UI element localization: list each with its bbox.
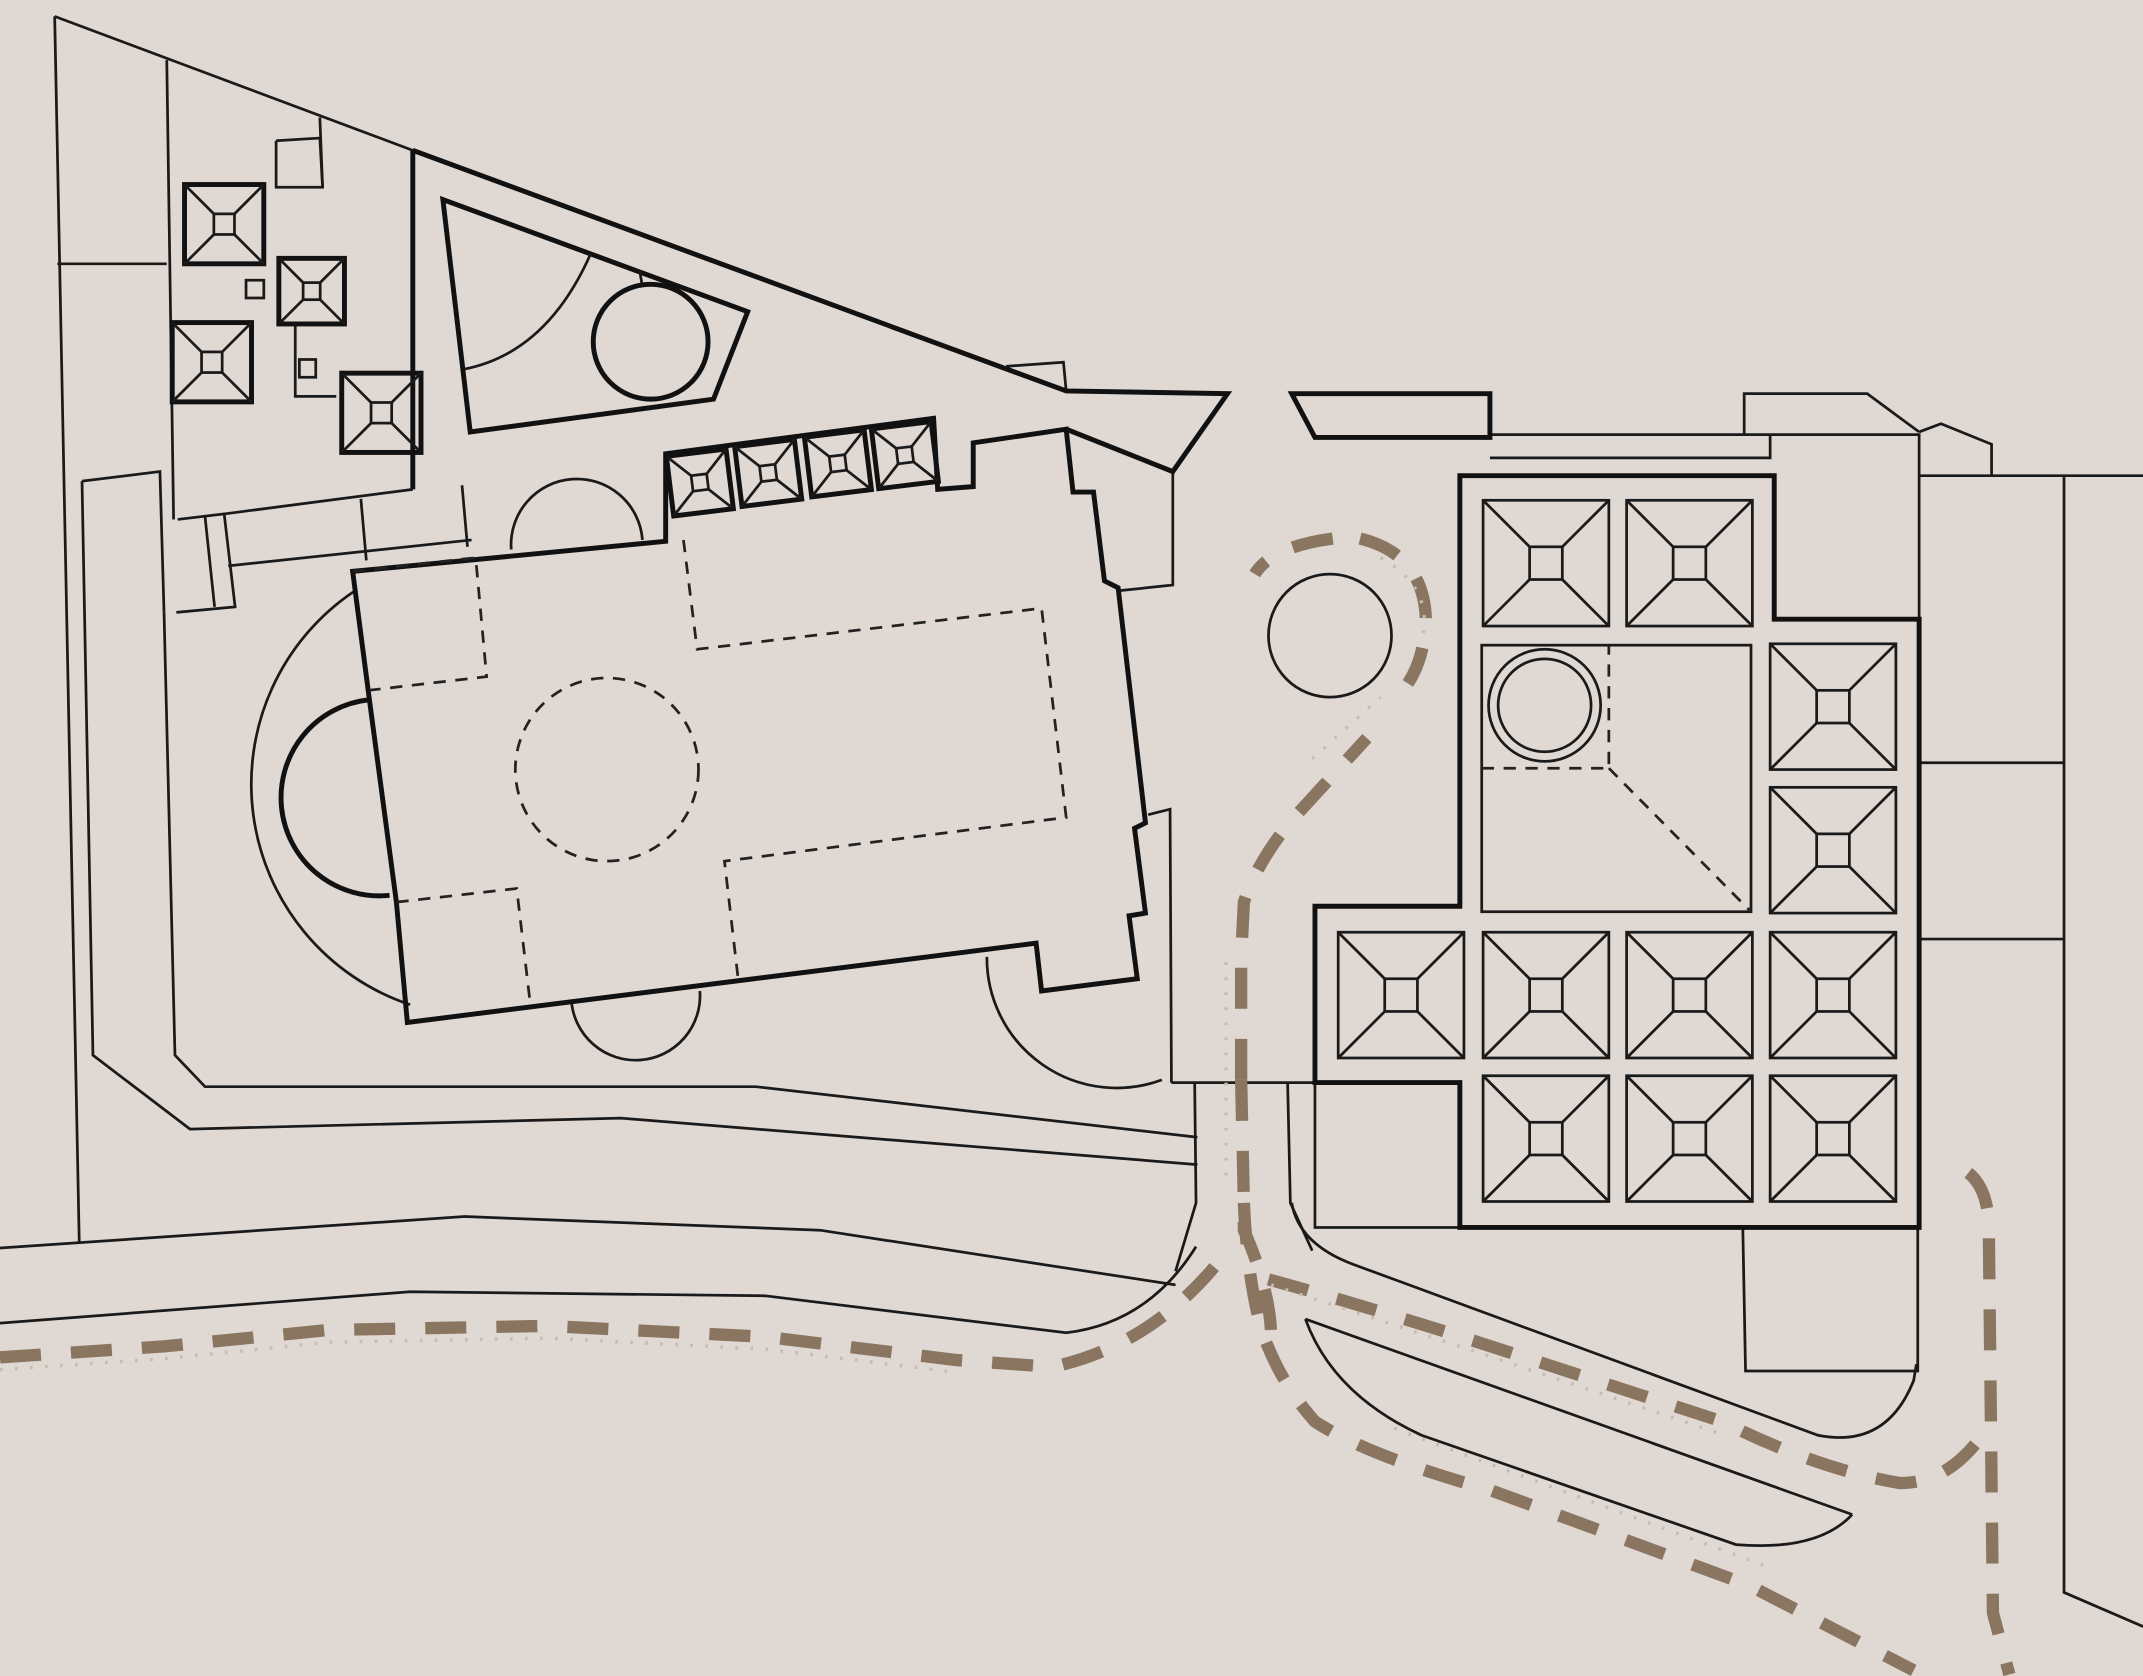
- walkway-edge-ticks: [1270, 1283, 1726, 1437]
- roof-modules: [169, 182, 1898, 1203]
- pyramid-roof-module: [1625, 498, 1754, 628]
- walkway-route: [1358, 532, 1432, 687]
- walkway-edge-ticks: [0, 1336, 958, 1375]
- walkway-edge-ticks: [1379, 556, 1426, 643]
- pyramid-roof-module: [1625, 930, 1754, 1060]
- pyramid-roof-module: [276, 255, 347, 327]
- pyramid-roof-module: [1481, 930, 1611, 1060]
- walkway-route: [1237, 1202, 1917, 1676]
- pyramid-roof-module: [663, 446, 737, 519]
- pyramid-roof-module: [1625, 1074, 1754, 1203]
- pyramid-roof-module: [339, 370, 424, 455]
- walkways: [0, 532, 2016, 1676]
- walkway-edge-ticks: [1393, 1426, 1764, 1567]
- pyramid-roof-module: [801, 427, 875, 500]
- walkway-route: [1266, 1273, 1988, 1490]
- walkway-route: [1249, 532, 1334, 578]
- pyramid-roof-module: [169, 320, 254, 405]
- pyramid-roof-module: [1768, 1074, 1898, 1203]
- walkway-edge-ticks: [1311, 695, 1382, 760]
- east-complex-building: [1312, 473, 1922, 1230]
- pyramid-roof-module: [868, 418, 942, 492]
- pyramid-roof-module: [1481, 1074, 1611, 1203]
- pyramid-roof-module: [731, 436, 805, 510]
- pyramid-roof-module: [1336, 930, 1466, 1060]
- pyramid-roof-module: [182, 182, 267, 267]
- pyramid-roof-module: [1481, 498, 1611, 628]
- courtyard-building: [410, 148, 1493, 490]
- pyramid-roof-module: [1768, 930, 1898, 1060]
- pyramid-roof-module: [1768, 642, 1898, 771]
- pyramid-roof-module: [1768, 785, 1898, 915]
- walkway-route: [1964, 1167, 2016, 1676]
- walkway-route: [0, 1260, 1222, 1374]
- walkway-route: [1234, 733, 1372, 1080]
- site-outlines: [0, 15, 2143, 1628]
